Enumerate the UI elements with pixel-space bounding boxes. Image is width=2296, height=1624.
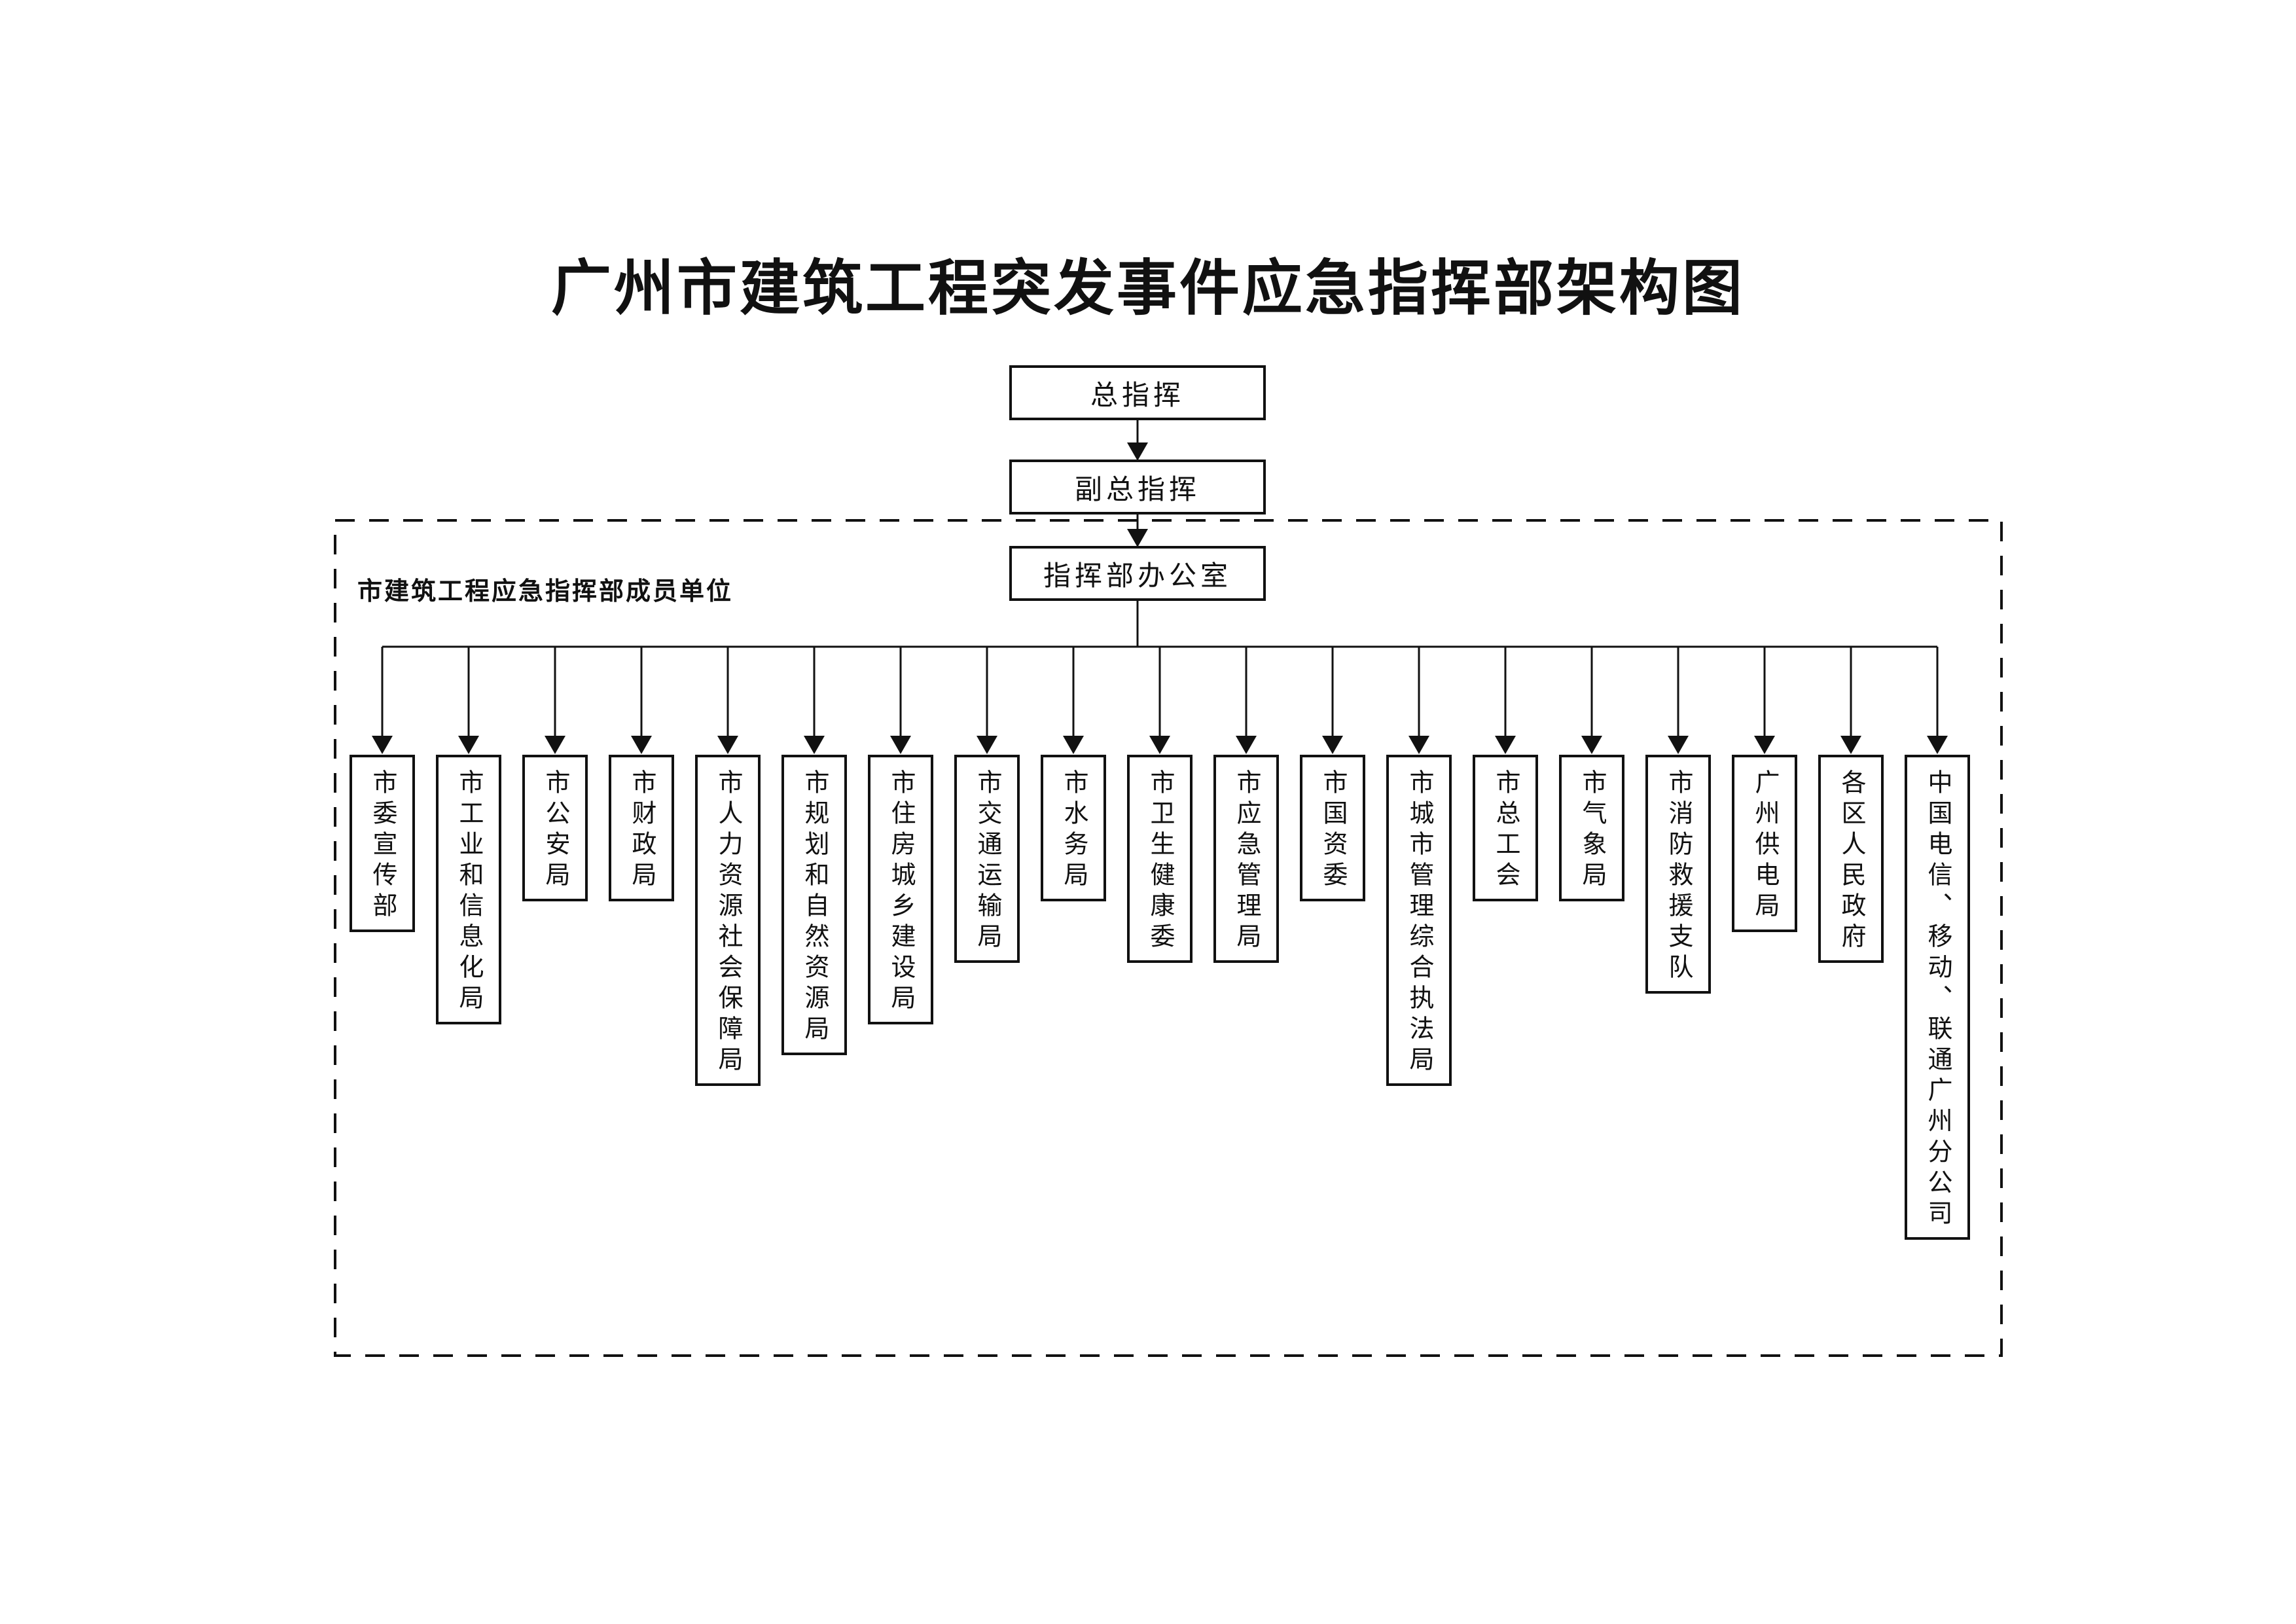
node-deputy-commander-label: 副总指挥 [1074, 473, 1200, 505]
members-frame [334, 519, 2003, 1357]
member-unit-box: 各区人民政府 [1818, 755, 1884, 963]
member-unit-box: 市城市管理综合执法局 [1386, 755, 1452, 1086]
member-unit-label: 广州供电局 [1751, 769, 1778, 923]
member-unit-label: 市卫生健康委 [1146, 769, 1174, 954]
arrow-down-icon [804, 736, 825, 754]
node-command-office-label: 指挥部办公室 [1043, 560, 1232, 591]
arrow-down-icon [1127, 529, 1148, 547]
member-unit-box: 市人力资源社会保障局 [695, 755, 761, 1086]
node-chief-commander: 总指挥 [1009, 365, 1266, 420]
member-unit-box: 市住房城乡建设局 [868, 755, 933, 1024]
page-title: 广州市建筑工程突发事件应急指挥部架构图 [550, 255, 1745, 322]
members-frame-label: 市建筑工程应急指挥部成员单位 [357, 578, 734, 605]
member-unit-label: 市委宣传部 [368, 769, 396, 923]
arrow-down-icon [1236, 736, 1257, 754]
arrow-down-icon [1408, 736, 1429, 754]
member-unit-box: 市总工会 [1473, 755, 1538, 901]
member-unit-label: 市气象局 [1578, 769, 1605, 892]
arrow-down-icon [1063, 736, 1084, 754]
arrow-down-icon [1754, 736, 1775, 754]
member-unit-box: 市卫生健康委 [1127, 755, 1193, 963]
arrow-down-icon [890, 736, 911, 754]
member-unit-box: 中国电信、移动、联通广州分公司 [1905, 755, 1970, 1240]
member-unit-label: 市国资委 [1319, 769, 1346, 892]
member-unit-label: 各区人民政府 [1837, 769, 1865, 954]
member-unit-label: 市住房城乡建设局 [887, 769, 914, 1015]
member-unit-box: 市规划和自然资源局 [781, 755, 847, 1055]
arrow-down-icon [977, 736, 997, 754]
member-unit-label: 市水务局 [1060, 769, 1087, 892]
node-chief-commander-label: 总指挥 [1090, 379, 1185, 410]
arrow-down-icon [1495, 736, 1516, 754]
arrow-down-icon [372, 736, 393, 754]
node-deputy-commander: 副总指挥 [1009, 460, 1266, 514]
member-unit-label: 市总工会 [1492, 769, 1519, 892]
arrow-down-icon [631, 736, 652, 754]
arrow-down-icon [545, 736, 565, 754]
arrow-down-icon [1322, 736, 1343, 754]
member-unit-box: 市财政局 [609, 755, 674, 901]
arrow-down-icon [1668, 736, 1689, 754]
arrow-down-icon [1927, 736, 1948, 754]
member-unit-box: 广州供电局 [1732, 755, 1797, 932]
member-unit-box: 市国资委 [1300, 755, 1365, 901]
member-unit-box: 市交通运输局 [954, 755, 1020, 963]
arrow-down-icon [1127, 442, 1148, 461]
member-unit-box: 市消防救援支队 [1645, 755, 1711, 994]
member-unit-label: 市交通运输局 [973, 769, 1001, 954]
member-unit-label: 市城市管理综合执法局 [1405, 769, 1433, 1077]
arrow-down-icon [717, 736, 738, 754]
member-unit-box: 市工业和信息化局 [436, 755, 501, 1024]
arrow-down-icon [1840, 736, 1861, 754]
arrow-down-icon [458, 736, 479, 754]
member-unit-label: 市人力资源社会保障局 [714, 769, 742, 1077]
member-unit-box: 市委宣传部 [350, 755, 415, 932]
member-unit-box: 市公安局 [522, 755, 588, 901]
member-unit-label: 市应急管理局 [1232, 769, 1260, 954]
member-unit-label: 市消防救援支队 [1664, 769, 1692, 984]
member-unit-box: 市应急管理局 [1213, 755, 1279, 963]
node-command-office: 指挥部办公室 [1009, 546, 1266, 601]
member-unit-label: 中国电信、移动、联通广州分公司 [1924, 769, 1951, 1231]
member-unit-label: 市财政局 [628, 769, 655, 892]
arrow-down-icon [1149, 736, 1170, 754]
member-unit-box: 市气象局 [1559, 755, 1624, 901]
member-unit-box: 市水务局 [1041, 755, 1106, 901]
arrow-down-icon [1581, 736, 1602, 754]
member-unit-label: 市工业和信息化局 [455, 769, 482, 1015]
member-unit-label: 市公安局 [541, 769, 569, 892]
member-unit-label: 市规划和自然资源局 [800, 769, 828, 1046]
